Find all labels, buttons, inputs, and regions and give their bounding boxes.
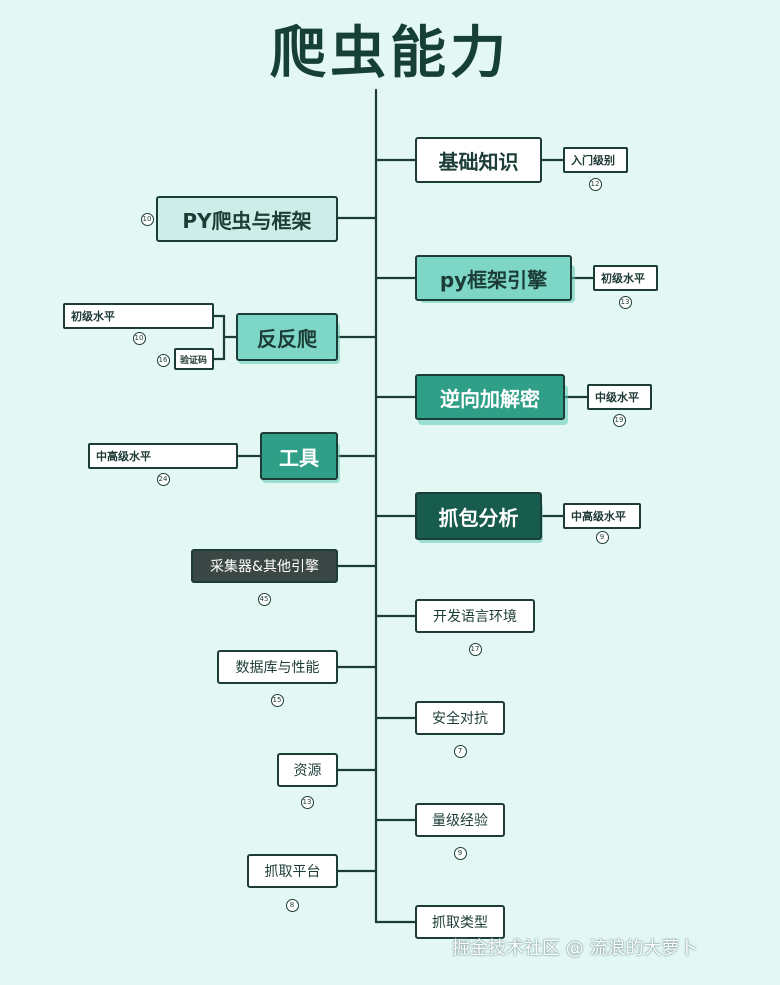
node-tools[interactable]: 工具 xyxy=(260,432,338,480)
tag-tools[interactable]: 中高级水平 xyxy=(88,443,238,469)
node-capture[interactable]: 抓包分析 xyxy=(415,492,542,540)
node-anti-anti[interactable]: 反反爬 xyxy=(236,313,338,361)
count-badge-platform: 8 xyxy=(285,898,299,912)
tag-reverse[interactable]: 中级水平 xyxy=(587,384,652,410)
node-dev-env[interactable]: 开发语言环境 xyxy=(415,599,535,633)
count-badge-database: 15 xyxy=(270,693,284,707)
node-py-crawler[interactable]: PY爬虫与框架 xyxy=(156,196,338,242)
count-badge-scale: 9 xyxy=(453,846,467,860)
count-badge-tools: 24 xyxy=(156,472,170,486)
node-py-engine[interactable]: py框架引擎 xyxy=(415,255,572,301)
count-badge-anti-captcha: 16 xyxy=(156,353,170,367)
tag-anti-captcha[interactable]: 验证码 xyxy=(174,348,214,370)
tag-anti-primary[interactable]: 初级水平 xyxy=(63,303,214,329)
count-badge-basic: 12 xyxy=(588,177,602,191)
node-collector[interactable]: 采集器&其他引擎 xyxy=(191,549,338,583)
watermark: 掘金技术社区 @ 流浪的大萝卜 xyxy=(452,938,698,959)
count-badge-py-engine: 13 xyxy=(618,295,632,309)
count-badge-security: 7 xyxy=(453,744,467,758)
tag-py-engine[interactable]: 初级水平 xyxy=(593,265,658,291)
count-badge-capture: 9 xyxy=(595,530,609,544)
tag-basic[interactable]: 入门级别 xyxy=(563,147,628,173)
page-title: 爬虫能力 xyxy=(270,21,510,86)
count-badge-reverse: 19 xyxy=(612,413,626,427)
count-badge-anti-primary: 10 xyxy=(132,331,146,345)
node-types[interactable]: 抓取类型 xyxy=(415,905,505,939)
node-platform[interactable]: 抓取平台 xyxy=(247,854,338,888)
tag-capture[interactable]: 中高级水平 xyxy=(563,503,641,529)
node-basic[interactable]: 基础知识 xyxy=(415,137,542,183)
link-anti-tags xyxy=(212,314,238,361)
node-reverse[interactable]: 逆向加解密 xyxy=(415,374,565,420)
node-scale[interactable]: 量级经验 xyxy=(415,803,505,837)
node-database[interactable]: 数据库与性能 xyxy=(217,650,338,684)
node-resources[interactable]: 资源 xyxy=(277,753,338,787)
count-badge-resources: 13 xyxy=(300,795,314,809)
node-security[interactable]: 安全对抗 xyxy=(415,701,505,735)
count-badge-collector: 45 xyxy=(257,592,271,606)
count-badge-dev-env: 17 xyxy=(468,642,482,656)
count-badge-py-crawler: 10 xyxy=(140,212,154,226)
